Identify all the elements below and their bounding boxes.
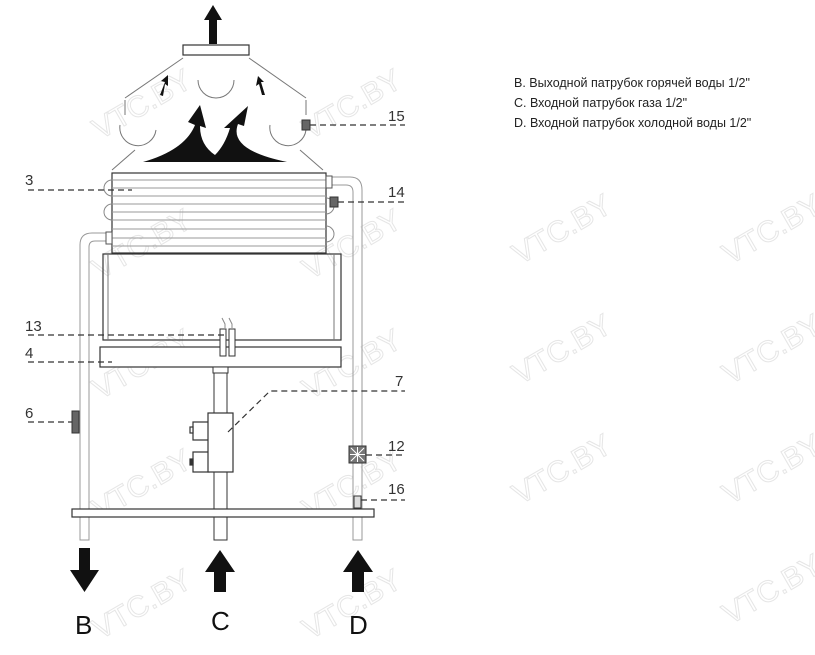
svg-text:VTC.BY: VTC.BY bbox=[717, 308, 815, 391]
label-4: 4 bbox=[25, 345, 33, 362]
label-13: 13 bbox=[25, 318, 42, 335]
outlet-label-b: B bbox=[75, 610, 92, 640]
flue-gas-flow-icon bbox=[143, 75, 287, 162]
gas-valve bbox=[189, 412, 234, 473]
legend-item-d: D. Входной патрубок холодной воды 1/2" bbox=[514, 116, 752, 130]
svg-text:VTC.BY: VTC.BY bbox=[507, 428, 617, 511]
svg-text:VTC.BY: VTC.BY bbox=[717, 428, 815, 511]
svg-text:VTC.BY: VTC.BY bbox=[87, 563, 197, 646]
draft-hood bbox=[111, 57, 324, 171]
outlet-label-d: D bbox=[349, 610, 368, 640]
leader-lines bbox=[28, 124, 405, 501]
label-6: 6 bbox=[25, 405, 33, 422]
sensor-15-icon bbox=[301, 119, 311, 131]
label-16: 16 bbox=[388, 481, 405, 498]
base-plate bbox=[71, 508, 375, 518]
svg-text:VTC.BY: VTC.BY bbox=[717, 548, 815, 631]
legend-item-b: B. Выходной патрубок горячей воды 1/2" bbox=[514, 76, 750, 90]
sensor-14-icon bbox=[329, 196, 339, 208]
legend-item-c: C. Входной патрубок газа 1/2" bbox=[514, 96, 688, 110]
label-14: 14 bbox=[388, 184, 405, 201]
flue-cap bbox=[182, 44, 250, 56]
svg-text:VTC.BY: VTC.BY bbox=[507, 308, 617, 391]
label-12: 12 bbox=[388, 438, 405, 455]
connections-legend: B. Выходной патрубок горячей воды 1/2" C… bbox=[514, 73, 751, 133]
label-3: 3 bbox=[25, 172, 33, 189]
sensor-12-icon bbox=[348, 445, 367, 464]
outlet-label-c: C bbox=[211, 606, 230, 636]
exhaust-arrow-icon bbox=[204, 5, 222, 44]
svg-text:VTC.BY: VTC.BY bbox=[297, 63, 407, 146]
sensor-16-icon bbox=[353, 495, 362, 509]
cold-water-in-arrow-icon bbox=[343, 550, 373, 592]
label-7: 7 bbox=[395, 373, 403, 390]
ignition-electrodes bbox=[219, 317, 236, 357]
gas-in-arrow-icon bbox=[205, 550, 235, 592]
svg-text:VTC.BY: VTC.BY bbox=[297, 203, 407, 286]
svg-text:VTC.BY: VTC.BY bbox=[87, 63, 197, 146]
label-15: 15 bbox=[388, 108, 405, 125]
svg-text:VTC.BY: VTC.BY bbox=[717, 188, 815, 271]
water-pipes bbox=[79, 175, 363, 541]
sensor-6-icon bbox=[71, 410, 80, 434]
svg-text:VTC.BY: VTC.BY bbox=[507, 188, 617, 271]
heat-exchanger bbox=[103, 172, 335, 254]
hot-water-out-arrow-icon bbox=[70, 548, 99, 592]
